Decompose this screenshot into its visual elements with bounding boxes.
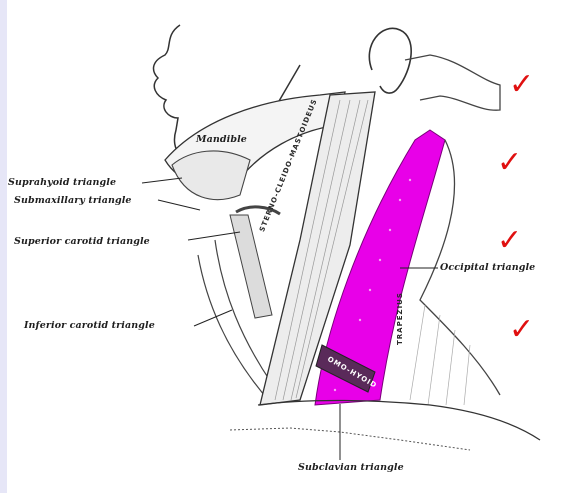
checkmark-icon: ✓ (497, 148, 522, 178)
occiput-outline (405, 55, 500, 110)
checkmark-icon: ✓ (509, 315, 534, 345)
label-superior-carotid-triangle: Superior carotid triangle (14, 236, 150, 247)
label-inferior-carotid-triangle: Inferior carotid triangle (24, 320, 155, 331)
label-suprahyoid-triangle: Suprahyoid triangle (8, 177, 116, 188)
leader-submaxillary (158, 200, 200, 210)
leader-suprahyoid (142, 178, 182, 183)
checkmark-icon: ✓ (509, 70, 534, 100)
label-subclavian-triangle: Subclavian triangle (298, 462, 404, 473)
checkmark-icon: ✓ (497, 226, 522, 256)
leader-inferior-carotid (194, 310, 232, 326)
leader-superior-carotid (188, 232, 240, 240)
label-mandible: Mandible (196, 134, 247, 145)
suprahyoid-region (172, 151, 250, 200)
clavicle-shoulder-outline (258, 400, 540, 440)
label-occipital-triangle: Occipital triangle (440, 262, 535, 273)
lower-fringe-line (230, 428, 470, 450)
label-trapezius: TRAPEZIUS (396, 292, 404, 345)
ear-outline (369, 28, 411, 93)
label-submaxillary-triangle: Submaxillary triangle (14, 195, 132, 206)
